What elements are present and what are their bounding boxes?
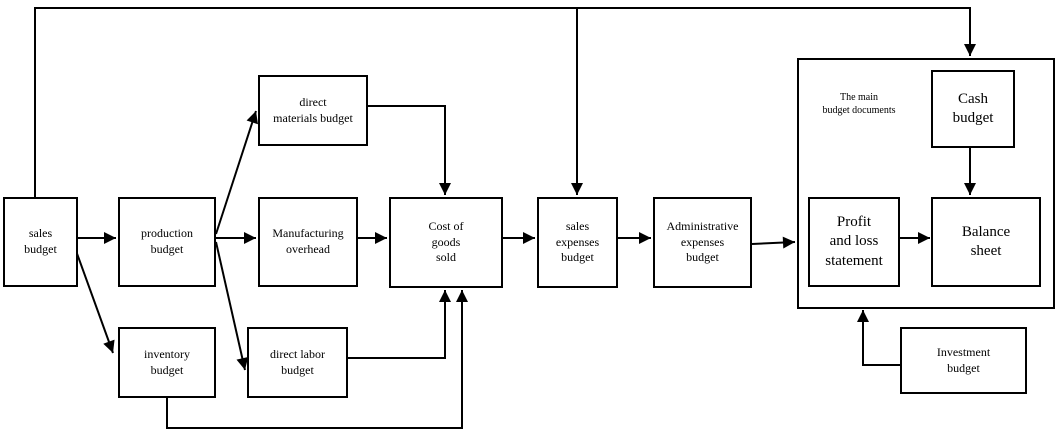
diagram-title: [380, 0, 700, 8]
arrow-investment-to-main-documents: [857, 310, 900, 366]
arrow-production-to-direct-labor: [215, 241, 249, 371]
arrow-sales-to-inventory: [74, 247, 115, 354]
arrow-inventory-to-cogs: [166, 290, 468, 429]
direct-labor-budget-block: direct labor budget: [247, 327, 348, 398]
inventory-budget-block: inventory budget: [118, 327, 216, 398]
cost-of-goods-sold-block: Cost of goods sold: [389, 197, 503, 288]
arrow-direct-labor-to-cogs: [348, 290, 451, 359]
main-budget-documents-caption: The main budget documents: [822, 92, 896, 116]
administrative-expenses-budget-block: Administrative expenses budget: [653, 197, 752, 288]
arrow-direct-materials-to-cogs: [368, 105, 451, 195]
manufacturing-overhead-block: Manufacturing overhead: [258, 197, 358, 287]
arrow-production-to-direct-materials: [215, 110, 258, 235]
direct-materials-budget-block: direct materials budget: [258, 75, 368, 146]
arrow-admin-to-main-documents: [751, 236, 796, 249]
cash-budget-block: Cash budget: [931, 70, 1015, 148]
investment-budget-block: Investment budget: [900, 327, 1027, 394]
production-budget-block: production budget: [118, 197, 216, 287]
sales-expenses-budget-block: sales expenses budget: [537, 197, 618, 288]
profit-and-loss-statement-block: Profit and loss statement: [808, 197, 900, 287]
balance-sheet-block: Balance sheet: [931, 197, 1041, 287]
arrow-sales-to-cash-budget: [34, 7, 976, 197]
sales-budget-block: sales budget: [3, 197, 78, 287]
main-budget-documents-group: [797, 58, 1055, 309]
